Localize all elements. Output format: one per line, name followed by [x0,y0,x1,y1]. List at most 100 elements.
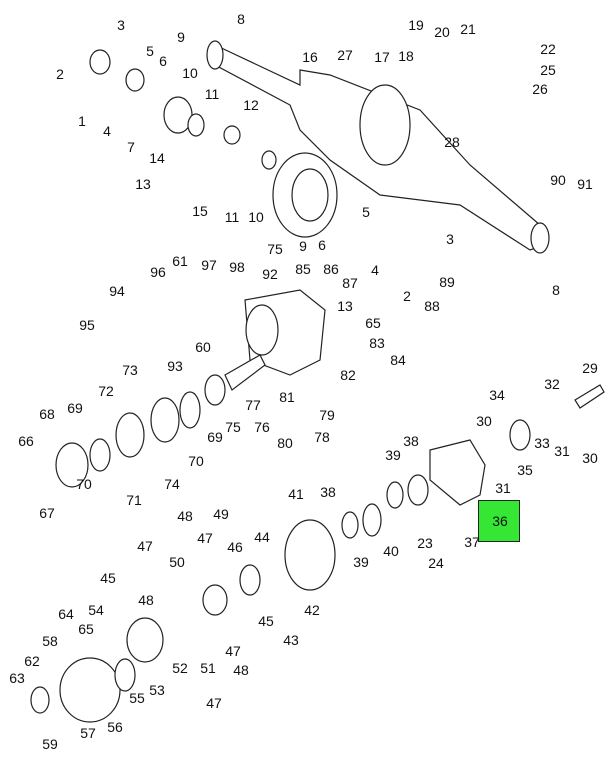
callout-97[interactable]: 97 [201,257,217,273]
callout-30[interactable]: 30 [582,450,598,466]
callout-27[interactable]: 27 [337,47,353,63]
callout-3[interactable]: 3 [446,231,454,247]
callout-82[interactable]: 82 [340,367,356,383]
callout-47[interactable]: 47 [137,538,153,554]
callout-34[interactable]: 34 [489,387,505,403]
callout-5[interactable]: 5 [146,43,154,59]
callout-48[interactable]: 48 [233,662,249,678]
callout-48[interactable]: 48 [177,508,193,524]
callout-11[interactable]: 11 [204,86,220,102]
callout-8[interactable]: 8 [237,11,245,27]
callout-51[interactable]: 51 [200,660,216,676]
callout-72[interactable]: 72 [98,383,114,399]
callout-26[interactable]: 26 [532,81,548,97]
callout-44[interactable]: 44 [254,529,270,545]
callout-2[interactable]: 2 [56,66,64,82]
callout-75[interactable]: 75 [267,241,283,257]
callout-15[interactable]: 15 [192,203,208,219]
callout-45[interactable]: 45 [100,570,116,586]
callout-33[interactable]: 33 [534,435,550,451]
callout-9[interactable]: 9 [177,29,185,45]
callout-65[interactable]: 65 [365,315,381,331]
callout-9[interactable]: 9 [299,238,307,254]
callout-48[interactable]: 48 [138,592,154,608]
callout-67[interactable]: 67 [39,505,55,521]
callout-28[interactable]: 28 [444,134,460,150]
callout-36[interactable]: 36 [492,513,508,529]
callout-59[interactable]: 59 [42,736,58,752]
callout-38[interactable]: 38 [320,484,336,500]
callout-70[interactable]: 70 [188,453,204,469]
callout-18[interactable]: 18 [398,48,414,64]
callout-11[interactable]: 11 [224,209,240,225]
callout-91[interactable]: 91 [577,176,593,192]
callout-25[interactable]: 25 [540,62,556,78]
callout-58[interactable]: 58 [42,633,58,649]
callout-92[interactable]: 92 [262,266,278,282]
callout-39[interactable]: 39 [353,554,369,570]
callout-94[interactable]: 94 [109,283,125,299]
callout-98[interactable]: 98 [229,259,245,275]
callout-89[interactable]: 89 [439,274,455,290]
callout-71[interactable]: 71 [126,492,142,508]
callout-8[interactable]: 8 [552,282,560,298]
callout-77[interactable]: 77 [245,397,261,413]
callout-69[interactable]: 69 [67,400,83,416]
callout-2[interactable]: 2 [403,288,411,304]
callout-42[interactable]: 42 [304,602,320,618]
callout-19[interactable]: 19 [408,17,424,33]
callout-54[interactable]: 54 [88,602,104,618]
callout-90[interactable]: 90 [550,172,566,188]
callout-84[interactable]: 84 [390,352,406,368]
callout-52[interactable]: 52 [172,660,188,676]
callout-5[interactable]: 5 [362,204,370,220]
callout-29[interactable]: 29 [582,360,598,376]
callout-47[interactable]: 47 [197,530,213,546]
callout-64[interactable]: 64 [58,606,74,622]
callout-68[interactable]: 68 [39,406,55,422]
callout-1[interactable]: 1 [78,113,86,129]
callout-86[interactable]: 86 [323,261,339,277]
callout-23[interactable]: 23 [417,535,433,551]
callout-53[interactable]: 53 [149,682,165,698]
callout-74[interactable]: 74 [164,476,180,492]
callout-6[interactable]: 6 [318,237,326,253]
callout-65[interactable]: 65 [78,621,94,637]
callout-14[interactable]: 14 [149,150,165,166]
callout-60[interactable]: 60 [195,339,211,355]
callout-47[interactable]: 47 [206,695,222,711]
callout-49[interactable]: 49 [213,506,229,522]
callout-45[interactable]: 45 [258,613,274,629]
callout-96[interactable]: 96 [150,264,166,280]
callout-70[interactable]: 70 [76,476,92,492]
callout-17[interactable]: 17 [374,49,390,65]
callout-62[interactable]: 62 [24,653,40,669]
callout-46[interactable]: 46 [227,539,243,555]
callout-37[interactable]: 37 [464,534,480,550]
callout-63[interactable]: 63 [9,670,25,686]
callout-85[interactable]: 85 [295,261,311,277]
callout-95[interactable]: 95 [79,317,95,333]
callout-12[interactable]: 12 [243,97,259,113]
callout-43[interactable]: 43 [283,632,299,648]
callout-24[interactable]: 24 [428,555,444,571]
callout-57[interactable]: 57 [80,725,96,741]
callout-93[interactable]: 93 [167,358,183,374]
callout-79[interactable]: 79 [319,407,335,423]
callout-73[interactable]: 73 [122,362,138,378]
callout-56[interactable]: 56 [107,719,123,735]
callout-13[interactable]: 13 [337,298,353,314]
callout-22[interactable]: 22 [540,41,556,57]
callout-81[interactable]: 81 [279,389,295,405]
highlighted-part-box[interactable] [478,500,520,542]
callout-87[interactable]: 87 [342,275,358,291]
callout-30[interactable]: 30 [476,413,492,429]
callout-13[interactable]: 13 [135,176,151,192]
callout-69[interactable]: 69 [207,429,223,445]
callout-40[interactable]: 40 [383,543,399,559]
callout-80[interactable]: 80 [277,435,293,451]
callout-4[interactable]: 4 [371,262,379,278]
callout-76[interactable]: 76 [254,419,270,435]
callout-10[interactable]: 10 [182,65,198,81]
callout-32[interactable]: 32 [544,376,560,392]
